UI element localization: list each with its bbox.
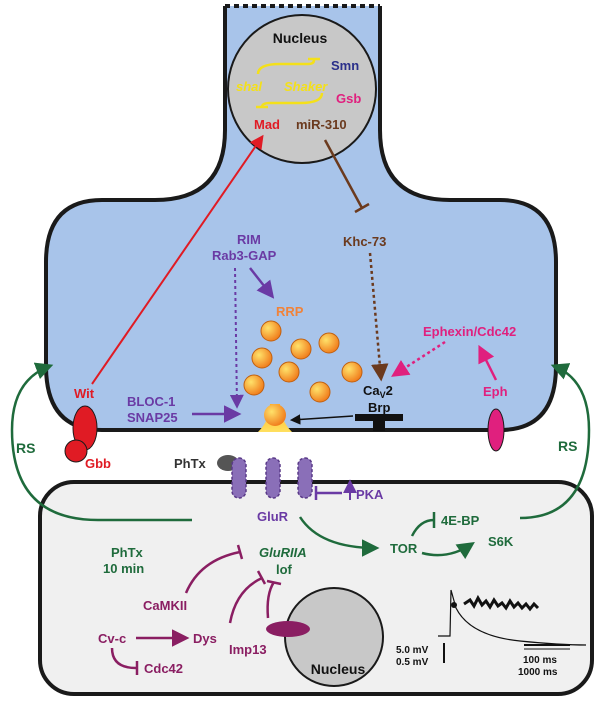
shal-shaker-inhibition-top: [256, 59, 316, 75]
vesicle: [341, 361, 363, 383]
rs-left-label: RS: [16, 440, 35, 456]
gbb-ligand: [64, 439, 88, 463]
gene-shaker: Shaker: [284, 79, 328, 94]
gene-smn: Smn: [331, 58, 359, 73]
khc73-to-cav2: [368, 252, 389, 382]
scale-05mv: 0.5 mV: [396, 657, 429, 668]
vesicle: [318, 332, 340, 354]
postsynaptic-nucleus-title: Nucleus: [311, 661, 366, 677]
eph-to-ephexin: [478, 344, 498, 381]
retrograde-arrow-right: [519, 363, 591, 520]
rrp-label: RRP: [276, 304, 304, 319]
tor-inhibits-4ebp: [410, 518, 435, 537]
bloc1-label: BLOC-1: [127, 394, 175, 409]
glur-channel: [297, 457, 313, 499]
retrograde-arrow-left: [10, 362, 192, 522]
glur-channel: [231, 457, 247, 499]
fusing-vesicle-top: [264, 404, 286, 426]
glur-iia-label: GluRIIA: [259, 545, 307, 560]
cav2-label: CaV2: [363, 383, 393, 400]
active-zone-tbar: [355, 414, 403, 421]
gene-mad: Mad: [254, 117, 280, 132]
cdc42-label: Cdc42: [144, 661, 183, 676]
presynaptic-nucleus: [227, 14, 377, 164]
mir310-inhibits-khc73: [323, 139, 364, 209]
dys-inhibition-bar: [256, 570, 267, 585]
imp13-label: Imp13: [229, 642, 267, 657]
rs-right-label: RS: [558, 438, 577, 454]
presynaptic-terminal: [46, 6, 556, 430]
glur-channel: [265, 457, 281, 499]
snap25-label: SNAP25: [127, 410, 178, 425]
vesicle: [251, 347, 273, 369]
rab3gap-label: Rab3-GAP: [212, 248, 277, 263]
vesicle: [278, 361, 300, 383]
brp-label: Brp: [368, 400, 390, 415]
camkii-label: CaMKII: [143, 598, 187, 613]
cvc-label: Cv-c: [98, 631, 126, 646]
imp13-importin: [266, 621, 310, 637]
vesicle: [260, 320, 282, 342]
glur-to-tor: [298, 516, 380, 557]
phtx-10min-label: PhTx: [111, 545, 144, 560]
postsynaptic-nucleus: [284, 587, 384, 687]
brp-to-vesicle: [289, 414, 354, 425]
cvc-inhibits-cdc42: [110, 647, 137, 670]
4ebp-label: 4E-BP: [441, 513, 480, 528]
ephexin-label: Ephexin/Cdc42: [423, 324, 516, 339]
epsp-trace-inset: 5.0 mV 0.5 mV 100 ms 1000 ms: [396, 589, 587, 678]
s6k-label: S6K: [488, 534, 514, 549]
vesicle: [309, 381, 331, 403]
rim-to-fusion-dotted: [229, 267, 244, 409]
vesicle-pool: [243, 320, 363, 403]
pka-label: PKA: [356, 487, 384, 502]
mir310-inhibition-bar: [354, 202, 370, 214]
shal-shaker-inhibition-bottom: [260, 92, 324, 108]
active-zone-tbar-stem: [373, 420, 385, 431]
presynaptic-nucleus-title: Nucleus: [273, 30, 328, 46]
presynaptic-membrane: [44, 6, 558, 432]
gbb-label: Gbb: [85, 456, 111, 471]
scale-5mv: 5.0 mV: [396, 645, 429, 656]
glur-receptors: [231, 457, 313, 499]
dys-inhibits: [228, 576, 263, 624]
trace-dot: [451, 602, 457, 608]
tor-label: TOR: [390, 541, 418, 556]
gene-shal: shal: [236, 79, 262, 94]
eph-receptor: [487, 408, 505, 452]
vesicle: [243, 374, 265, 396]
gene-mir310: miR-310: [296, 117, 347, 132]
tor-to-s6k: [421, 542, 475, 560]
scale-100ms: 100 ms: [523, 655, 557, 666]
vesicle: [290, 338, 312, 360]
eph-label: Eph: [483, 384, 508, 399]
scale-1000ms: 1000 ms: [518, 667, 558, 678]
phtx-label: PhTx: [174, 456, 207, 471]
camkii-inhibition-bar: [236, 544, 244, 560]
wit-to-mad: [91, 134, 264, 385]
lof-label: lof: [276, 562, 293, 577]
gene-gsb: Gsb: [336, 91, 361, 106]
imp13-inhibits: [266, 581, 276, 619]
khc73-label: Khc-73: [343, 234, 386, 249]
wit-label: Wit: [74, 386, 95, 401]
imp13-inhibition-bar: [266, 579, 282, 586]
dys-label: Dys: [193, 631, 217, 646]
rim-label: RIM: [237, 232, 261, 247]
ephexin-to-cav2: [391, 340, 446, 377]
glur-label: GluR: [257, 509, 289, 524]
rab3gap-to-rrp: [249, 267, 275, 299]
mepsp-trace: [463, 594, 540, 612]
camkii-inhibits: [184, 550, 241, 594]
ten-min-label: 10 min: [103, 561, 144, 576]
